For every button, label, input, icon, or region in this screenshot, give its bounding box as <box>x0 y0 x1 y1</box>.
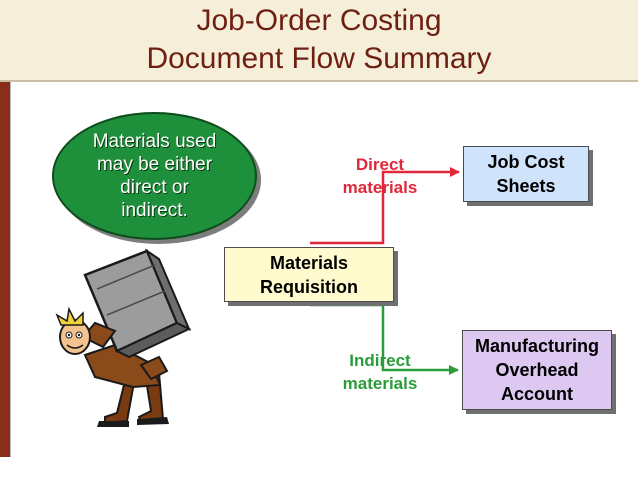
oval-line: Materials used <box>92 131 217 152</box>
job-cost-line: Sheets <box>496 176 556 196</box>
oval-line: may be either <box>96 154 213 175</box>
overhead-line: Account <box>501 384 573 404</box>
indirect-materials-label: Indirect materials <box>320 349 440 395</box>
direct-label-line: materials <box>342 178 418 197</box>
job-cost-sheets-box: Job Cost Sheets <box>463 146 589 202</box>
left-accent-bar <box>0 82 11 457</box>
worker-carrying-cabinet-icon <box>55 248 192 427</box>
direct-materials-label: Direct materials <box>320 153 440 199</box>
page-title: Job-Order Costing <box>196 4 442 37</box>
indirect-label-line: materials <box>342 374 418 393</box>
materials-requisition-box: Materials Requisition <box>224 247 394 302</box>
overhead-line: Overhead <box>495 360 579 380</box>
manufacturing-overhead-box: Manufacturing Overhead Account <box>462 330 612 410</box>
requisition-line: Materials <box>269 252 349 273</box>
title-band <box>0 0 638 82</box>
requisition-line: Requisition <box>260 276 358 297</box>
direct-label-line: Direct <box>355 155 405 174</box>
oval-line: direct or <box>120 177 189 198</box>
materials-note-oval: Materials used may be either direct or i… <box>52 112 257 240</box>
oval-line: indirect. <box>121 200 188 221</box>
indirect-label-line: Indirect <box>349 351 411 370</box>
overhead-line: Manufacturing <box>475 336 599 356</box>
page-subtitle: Document Flow Summary <box>146 42 492 75</box>
job-cost-line: Job Cost <box>487 152 565 172</box>
